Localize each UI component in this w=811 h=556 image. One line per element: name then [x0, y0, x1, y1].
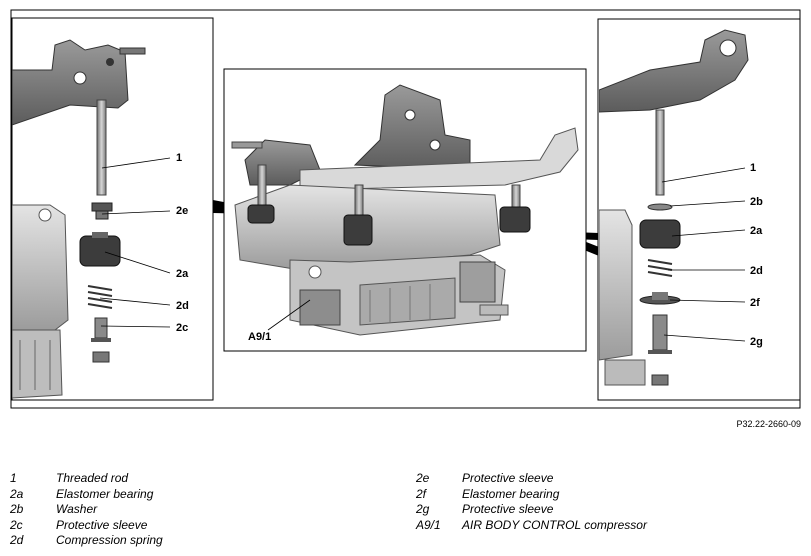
- legend-row: 2e Protective sleeve: [416, 471, 647, 487]
- protective-sleeve-2c-left: [94, 317, 108, 339]
- compressor-body-left: [12, 204, 69, 331]
- callout-2b-right: 2b: [750, 196, 763, 208]
- washer-2b: [647, 203, 673, 211]
- legend-row: 2a Elastomer bearing: [10, 487, 163, 503]
- figure-code: P32.22-2660-09: [736, 419, 801, 429]
- legend-desc: Compression spring: [56, 533, 163, 548]
- legend-row: 1 Threaded rod: [10, 471, 163, 487]
- threaded-rod-right: [655, 109, 665, 196]
- elastomer-bearing-2a-left: [79, 235, 121, 267]
- callout-2a-right: 2a: [750, 225, 763, 237]
- legend-code: A9/1: [416, 517, 441, 532]
- callout-2f-right: 2f: [750, 297, 760, 309]
- compression-spring-2d-right: [647, 259, 673, 277]
- callout-a91: A9/1: [248, 331, 271, 343]
- left-detail-panel: 1 2e 2a 2d 2c: [11, 17, 214, 401]
- legend-row: 2c Protective sleeve: [10, 518, 163, 534]
- legend-code: 2e: [416, 471, 430, 485]
- callout-1-right: 1: [750, 162, 756, 174]
- legend-desc: Elastomer bearing: [56, 486, 154, 501]
- legend-desc: AIR BODY CONTROL compressor: [462, 517, 647, 532]
- right-detail-panel: 1 2b 2a 2d 2f 2g: [597, 18, 801, 401]
- exploded-view-diagram: 1 2e 2a 2d 2c: [10, 9, 801, 409]
- legend-code: 2b: [10, 502, 24, 517]
- legend-desc: Protective sleeve: [56, 517, 148, 532]
- legend-row: 2d Compression spring: [10, 533, 163, 549]
- callout-1-left: 1: [176, 152, 182, 164]
- legend-desc: Threaded rod: [56, 471, 129, 485]
- legend-desc: Protective sleeve: [462, 471, 554, 485]
- compression-spring-2d-left: [87, 285, 113, 309]
- legend-code: 2d: [10, 533, 24, 548]
- legend-desc: Elastomer bearing: [462, 486, 560, 501]
- legend-row: A9/1 AIR BODY CONTROL compressor: [416, 518, 647, 534]
- callout-2e-left: 2e: [176, 205, 188, 217]
- callout-2d-right: 2d: [750, 265, 763, 277]
- center-bracket: [353, 84, 471, 171]
- legend-code: 2g: [416, 502, 430, 517]
- protective-sleeve-2e-left: [91, 202, 113, 212]
- legend-left-column: 1 Threaded rod 2a Elastomer bearing 2b Wash…: [10, 471, 163, 549]
- threaded-rod-left: [96, 99, 107, 196]
- elastomer-bearing-2a-right: [639, 219, 681, 249]
- legend-code: 2f: [416, 486, 427, 501]
- legend-code: 2a: [10, 486, 24, 501]
- callout-2d-left: 2d: [176, 300, 189, 312]
- legend-desc: Protective sleeve: [462, 502, 554, 517]
- legend-row: 2b Washer: [10, 502, 163, 518]
- legend-code: 1: [10, 471, 17, 485]
- legend-code: 2c: [10, 517, 23, 532]
- callout-2c-left: 2c: [176, 322, 188, 334]
- callout-2a-left: 2a: [176, 268, 189, 280]
- right-bracket: [599, 29, 749, 113]
- protective-sleeve-2g: [652, 314, 668, 351]
- callout-2g-right: 2g: [750, 336, 763, 348]
- legend-row: 2g Protective sleeve: [416, 502, 647, 518]
- center-detail-panel: A9/1: [223, 68, 587, 352]
- legend-desc: Washer: [56, 502, 98, 517]
- legend-row: 2f Elastomer bearing: [416, 487, 647, 503]
